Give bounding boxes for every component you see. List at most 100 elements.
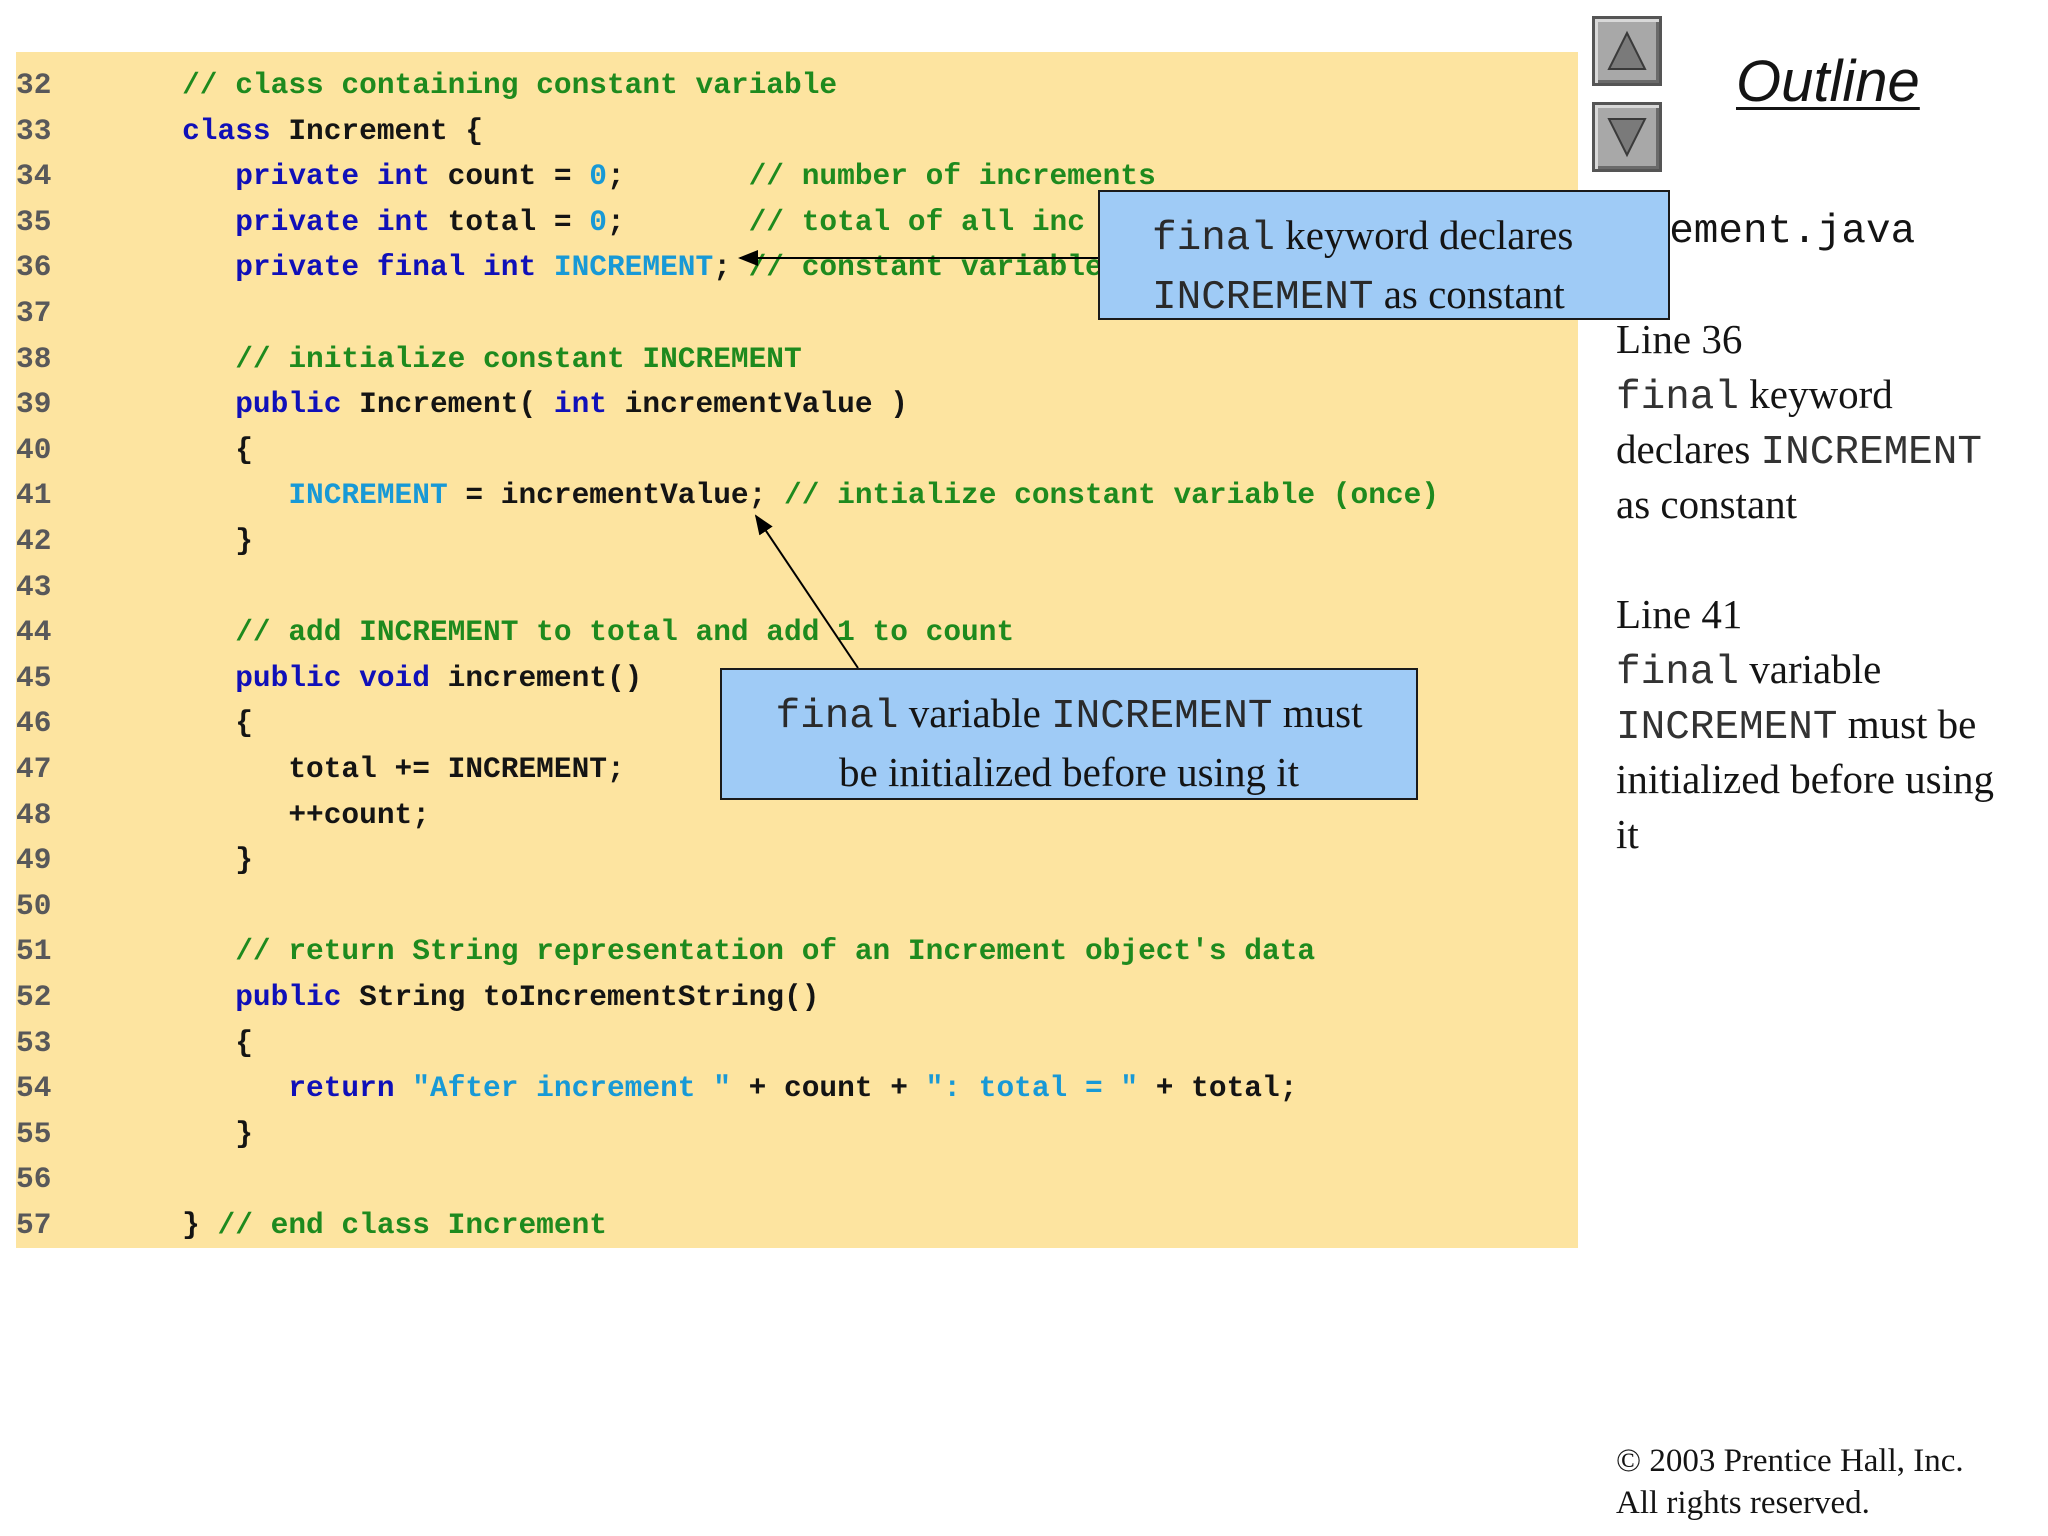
- code-word: INCREMENT: [1616, 705, 1838, 751]
- line36-heading: Line 36: [1616, 316, 1743, 362]
- note-text: must be: [1837, 701, 1977, 747]
- line36-note-3: as constant: [1616, 481, 1798, 527]
- line-number: 54: [16, 1071, 52, 1106]
- line-number: 43: [16, 569, 52, 604]
- code-keyword: int: [553, 387, 607, 422]
- code-keyword: private int: [235, 159, 430, 194]
- line-number: 39: [16, 387, 52, 422]
- line-number: 57: [16, 1208, 52, 1242]
- callout-line-2: INCREMENT as constant: [1152, 267, 1668, 326]
- code-line: 38 // initialize constant INCREMENT: [16, 336, 802, 382]
- note-text: declares: [1616, 426, 1761, 472]
- code-text: + count +: [730, 1071, 926, 1106]
- code-text: total =: [429, 204, 590, 239]
- code-text: ++count;: [129, 797, 430, 832]
- line-number: 44: [16, 615, 52, 650]
- line-number: 55: [16, 1116, 52, 1151]
- code-text: count =: [429, 159, 590, 194]
- callout-text: variable: [898, 690, 1052, 736]
- previous-slide-button[interactable]: [1592, 16, 1662, 86]
- code-line: 55 }: [16, 1111, 253, 1157]
- next-slide-button[interactable]: [1592, 102, 1662, 172]
- code-word: INCREMENT: [1760, 430, 1982, 476]
- line41-note-2: INCREMENT must be: [1616, 697, 2046, 756]
- line-number: 32: [16, 68, 52, 102]
- code-string: "After increment ": [412, 1071, 731, 1106]
- code-keyword: public: [235, 387, 342, 422]
- code-word: final: [1616, 650, 1740, 696]
- code-keyword: public: [235, 980, 342, 1014]
- code-comment: // return String representation of an In…: [235, 934, 1316, 969]
- code-comment: // total of all inc: [748, 204, 1085, 239]
- code-line: 47 total += INCREMENT;: [16, 746, 625, 792]
- code-comment: // intialize constant variable (once): [784, 478, 1440, 513]
- code-text: ;: [606, 159, 749, 194]
- code-keyword: return: [288, 1071, 395, 1106]
- code-text: }: [129, 1208, 218, 1242]
- code-keyword: private int: [235, 204, 430, 239]
- code-text: + total;: [1138, 1071, 1298, 1106]
- line36-note-1: final keyword: [1616, 367, 2046, 426]
- code-text: }: [129, 843, 253, 878]
- code-text: ;: [606, 204, 749, 239]
- code-line: 37: [16, 290, 129, 336]
- code-line: 36 private final int INCREMENT; // const…: [16, 244, 1103, 290]
- line-number: 42: [16, 524, 52, 558]
- code-text: {: [129, 706, 253, 741]
- line-number: 33: [16, 113, 52, 148]
- line-number: 47: [16, 752, 52, 786]
- code-text: incrementValue ): [606, 387, 908, 422]
- line-number: 40: [16, 432, 52, 467]
- line-number: 56: [16, 1162, 52, 1197]
- callout-final-keyword: final keyword declares INCREMENT as cons…: [1098, 190, 1670, 321]
- copyright-line-1: © 2003 Prentice Hall, Inc.: [1616, 1443, 1964, 1479]
- line-number: 51: [16, 934, 52, 969]
- line-number: 34: [16, 159, 52, 194]
- code-line: 57 } // end class Increment: [16, 1202, 607, 1248]
- copyright-line-2: All rights reserved.: [1616, 1485, 1870, 1521]
- code-text: Increment {: [270, 113, 484, 148]
- code-comment: // class containing constant variable: [182, 68, 838, 102]
- line41-note-1: final variable: [1616, 642, 2046, 701]
- code-text: String toIncrementString(): [341, 980, 820, 1014]
- code-word: INCREMENT: [1051, 694, 1273, 740]
- code-line: 44 // add INCREMENT to total and add 1 t…: [16, 609, 1014, 655]
- code-comment: // add INCREMENT to total and add 1 to c…: [235, 615, 1015, 650]
- line36-note-2: declares INCREMENT: [1616, 422, 2046, 481]
- code-line: 54 return "After increment " + count + "…: [16, 1065, 1297, 1111]
- code-line: 32 // class containing constant variable: [16, 62, 837, 108]
- code-line: 34 private int count = 0; // number of i…: [16, 153, 1156, 199]
- line-number: 48: [16, 797, 52, 832]
- callout-final-variable: final variable INCREMENT must be initial…: [720, 668, 1418, 800]
- code-literal: INCREMENT: [553, 250, 714, 285]
- callout-line-1: final variable INCREMENT must: [722, 686, 1416, 745]
- code-line: 45 public void increment(): [16, 655, 642, 701]
- line41-note-4: it: [1616, 811, 1639, 857]
- line-number: 41: [16, 478, 52, 513]
- code-line: 51 // return String representation of an…: [16, 928, 1315, 974]
- code-text: ;: [713, 250, 749, 285]
- code-line: 39 public Increment( int incrementValue …: [16, 381, 908, 427]
- code-keyword: class: [182, 113, 271, 148]
- line41-heading: Line 41: [1616, 591, 1743, 637]
- code-text: Increment(: [341, 387, 554, 422]
- code-keyword: private final int: [235, 250, 537, 285]
- code-line: 40 {: [16, 427, 253, 473]
- code-literal: INCREMENT: [288, 478, 448, 513]
- code-line: 42 }: [16, 518, 253, 564]
- code-string: ": total = ": [925, 1071, 1139, 1106]
- code-comment: // end class Increment: [217, 1208, 607, 1242]
- code-literal: 0: [589, 159, 607, 194]
- code-text: }: [129, 524, 253, 558]
- code-word: INCREMENT: [1152, 275, 1374, 321]
- code-comment: // initialize constant INCREMENT: [235, 341, 802, 376]
- line-number: 50: [16, 888, 52, 923]
- code-line: 41 INCREMENT = incrementValue; // intial…: [16, 472, 1439, 518]
- code-line: 48 ++count;: [16, 792, 430, 838]
- line41-note-3: initialized before using: [1616, 756, 1994, 802]
- callout-text: must: [1272, 690, 1363, 736]
- callout-line-1: final keyword declares: [1152, 208, 1668, 267]
- code-word: final: [775, 694, 899, 740]
- line-number: 35: [16, 204, 52, 239]
